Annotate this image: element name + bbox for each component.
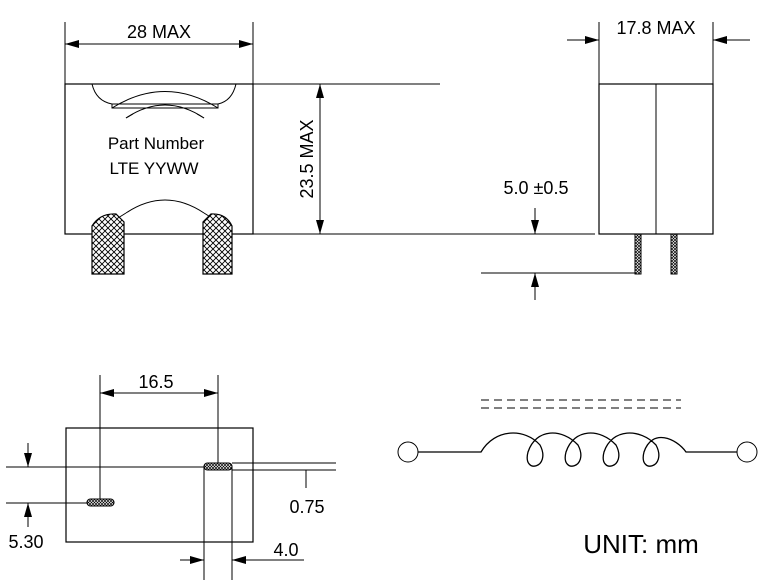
side-pin-right <box>670 233 678 275</box>
pin-offset-x-label: 4.0 <box>273 540 298 560</box>
pin-spacing-label: 16.5 <box>138 372 173 392</box>
inductor-coil <box>418 432 737 467</box>
side-width-label: 17.8 MAX <box>616 18 695 38</box>
pin-width-label: 0.75 <box>289 497 324 517</box>
terminal-right-circle <box>736 441 758 463</box>
part-number-marking: Part Number <box>108 134 205 153</box>
right-terminal <box>202 213 233 275</box>
front-width-label: 28 MAX <box>127 22 191 42</box>
pin-offset-y-label: 5.30 <box>8 532 43 552</box>
left-terminal <box>91 213 125 275</box>
pad-left <box>86 498 115 507</box>
side-pin-left <box>634 233 642 275</box>
side-view: 17.8 MAX 5.0 ±0.5 <box>481 18 750 300</box>
component-body <box>64 83 254 235</box>
inductor-symbol <box>397 399 758 467</box>
terminal-left-circle <box>397 441 419 463</box>
pin-length-label: 5.0 ±0.5 <box>504 178 569 198</box>
bottom-view: 16.5 5.30 0.75 4.0 <box>6 372 336 580</box>
footprint-body <box>65 427 254 543</box>
pad-right <box>203 462 233 471</box>
front-height-label: 23.5 MAX <box>297 119 317 198</box>
front-view: 28 MAX Part Number LTE YYWW 23.5 MAX <box>64 22 595 275</box>
core-top-notch <box>91 83 237 105</box>
date-code-marking: LTE YYWW <box>109 159 198 178</box>
unit-label: UNIT: mm <box>583 529 699 559</box>
